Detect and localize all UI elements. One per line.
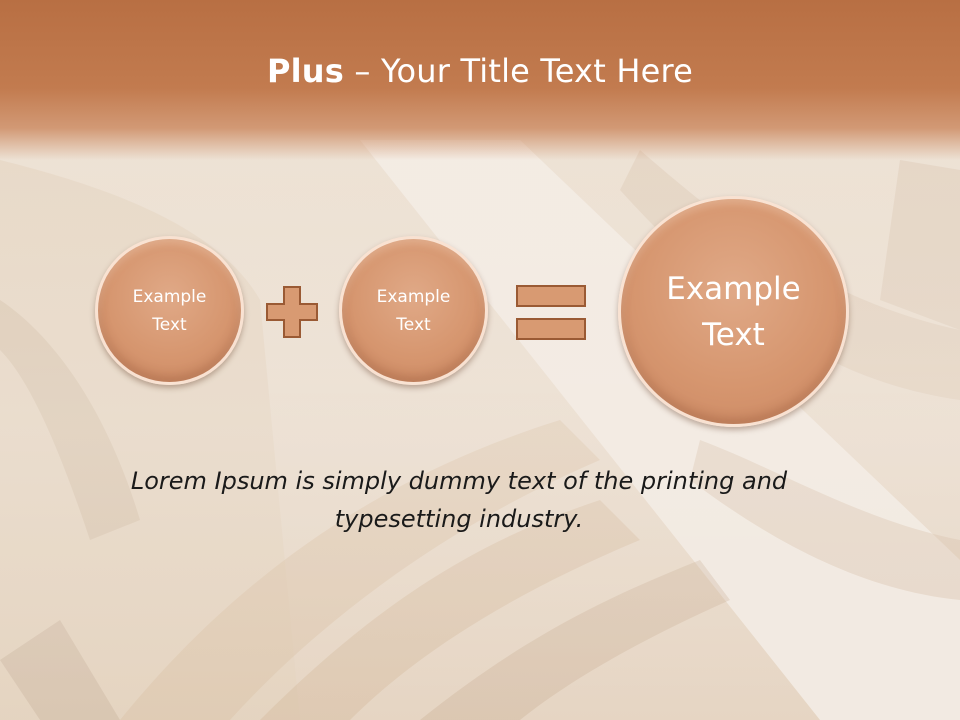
title-bold: Plus: [266, 52, 345, 90]
circle-result: Example Text: [618, 196, 849, 427]
circle-1-label: Example Text: [132, 286, 207, 335]
circle-2-label: Example Text: [376, 286, 451, 335]
equals-icon: [516, 285, 586, 340]
title-rest: – Your Title Text Here: [344, 52, 694, 90]
circle-1: Example Text: [95, 236, 244, 385]
header-band: [0, 0, 960, 160]
plus-icon: [266, 286, 318, 338]
slide-title: Plus – Your Title Text Here: [0, 52, 960, 90]
circle-2: Example Text: [339, 236, 488, 385]
tagline: Lorem Ipsum is simply dummy text of the …: [130, 467, 788, 533]
circle-result-label: Example Text: [666, 270, 801, 353]
